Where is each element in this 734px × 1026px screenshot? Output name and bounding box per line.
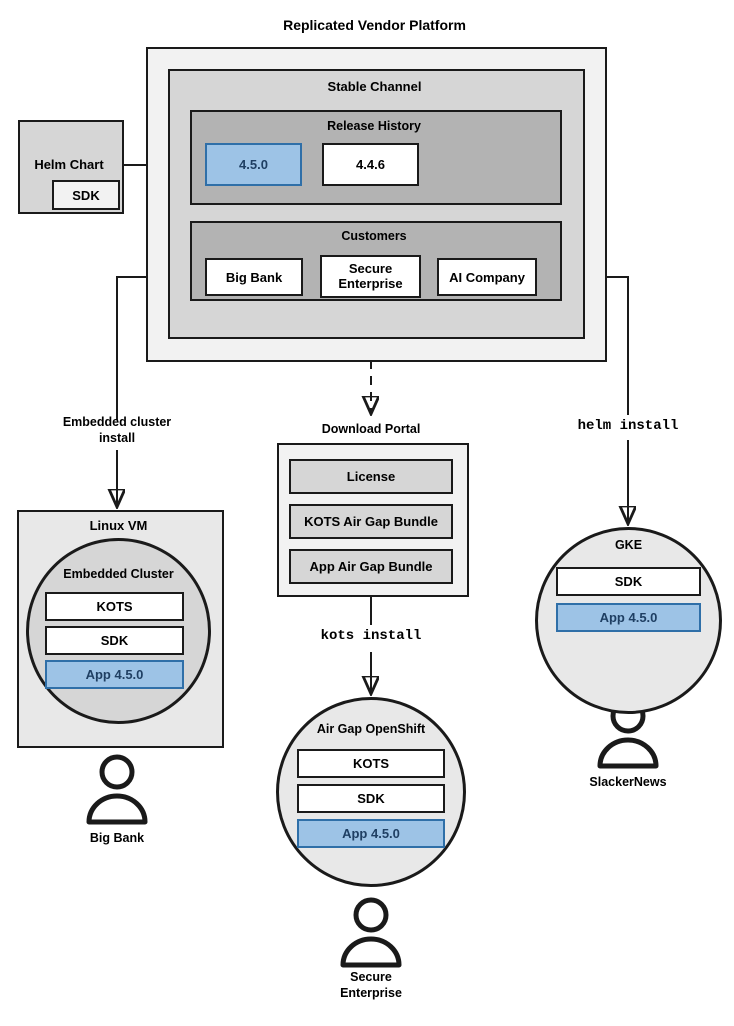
customer-secure-enterprise[interactable]: Secure Enterprise	[320, 255, 421, 298]
gke-component-app[interactable]: App 4.5.0	[556, 603, 701, 632]
customer-ai-company[interactable]: AI Company	[437, 258, 537, 296]
persona-label-secure-enterprise: Secure Enterprise	[340, 970, 402, 1000]
air-gap-openshift-title: Air Gap OpenShift	[316, 722, 426, 736]
gke-title: GKE	[614, 538, 643, 552]
linux-vm-title: Linux VM	[89, 518, 148, 533]
release-version-4-4-6[interactable]: 4.4.6	[322, 143, 419, 186]
edge-label-kots-install: kots install	[320, 628, 422, 644]
person-icon-secure-enterprise	[340, 897, 402, 968]
page-title: Replicated Vendor Platform	[283, 17, 466, 33]
gke-component-sdk[interactable]: SDK	[556, 567, 701, 596]
stable-channel-title: Stable Channel	[327, 79, 422, 94]
helm-chart-sdk-box[interactable]: SDK	[52, 180, 120, 210]
persona-label-slackernews: SlackerNews	[589, 775, 667, 789]
openshift-component-kots[interactable]: KOTS	[297, 749, 445, 778]
edge-label-embedded-cluster-install: Embedded cluster install	[62, 415, 172, 445]
openshift-component-app[interactable]: App 4.5.0	[297, 819, 445, 848]
embedded-cluster-title: Embedded Cluster	[63, 567, 174, 581]
persona-label-big-bank: Big Bank	[89, 831, 145, 845]
customer-big-bank[interactable]: Big Bank	[205, 258, 303, 296]
linux-vm-component-app[interactable]: App 4.5.0	[45, 660, 184, 689]
edge-label-helm-install: helm install	[577, 418, 679, 434]
openshift-component-sdk[interactable]: SDK	[297, 784, 445, 813]
linux-vm-component-kots[interactable]: KOTS	[45, 592, 184, 621]
download-portal-artifact-license[interactable]: License	[289, 459, 453, 494]
customers-title: Customers	[341, 229, 407, 243]
download-portal-artifact-kots-air-gap-bundle[interactable]: KOTS Air Gap Bundle	[289, 504, 453, 539]
helm-chart-title: Helm Chart	[34, 157, 104, 172]
person-icon-big-bank	[86, 754, 148, 825]
release-version-4-5-0[interactable]: 4.5.0	[205, 143, 302, 186]
download-portal-artifact-app-air-gap-bundle[interactable]: App Air Gap Bundle	[289, 549, 453, 584]
download-portal-title: Download Portal	[321, 422, 421, 436]
linux-vm-component-sdk[interactable]: SDK	[45, 626, 184, 655]
release-history-title: Release History	[327, 119, 421, 133]
